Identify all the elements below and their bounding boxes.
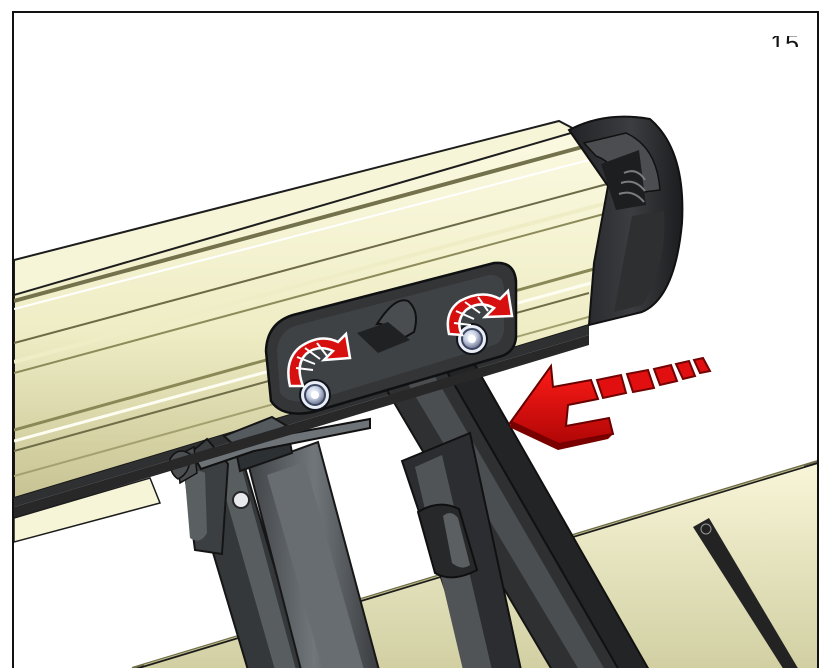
rail-end-cap xyxy=(567,115,684,327)
lower-bracket xyxy=(169,415,371,556)
rail-shadow xyxy=(14,335,589,543)
mounting-plate xyxy=(264,261,518,415)
illustration-frame: 15 xyxy=(12,11,819,668)
assembly-illustration xyxy=(14,115,817,668)
thick-right-to-left-arrow-icon xyxy=(508,356,712,450)
right-knob xyxy=(456,323,488,355)
rotation-arc-icon xyxy=(287,288,514,388)
step-number: 15 xyxy=(770,36,800,47)
left-knob xyxy=(299,379,331,411)
